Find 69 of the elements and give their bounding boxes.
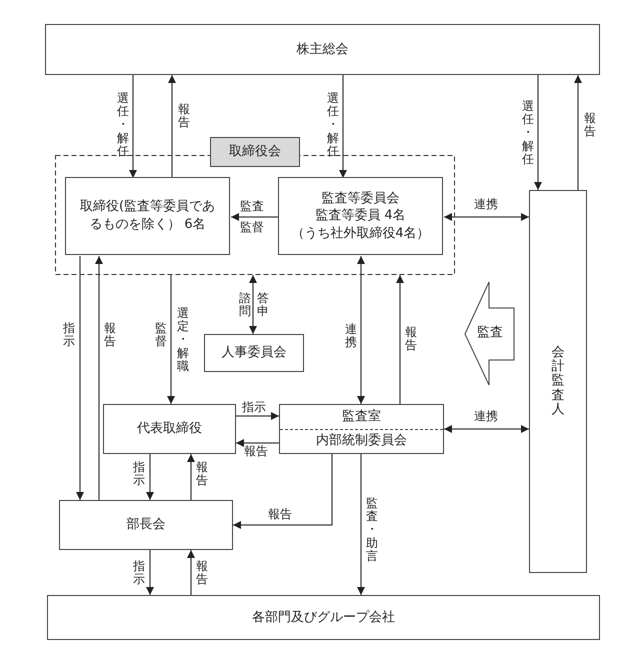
edge-label: 指示 <box>63 322 75 348</box>
arrow <box>76 256 84 500</box>
arrow <box>129 74 137 178</box>
process-box <box>45 24 600 75</box>
edge-label: 報告 <box>196 461 208 488</box>
edge-label: 選任・解任 <box>522 100 534 166</box>
arrow <box>396 274 404 404</box>
node-label: 部長会 <box>126 516 166 534</box>
arrow <box>444 425 530 433</box>
edge-label: 報告 <box>178 103 190 130</box>
arrow <box>444 213 530 221</box>
node-label: 人事委員会 <box>222 344 286 362</box>
arrow <box>146 550 154 596</box>
edge-label: 指示 <box>133 461 145 488</box>
node-label: 監査等委員会 <box>322 190 400 208</box>
arrow <box>357 256 365 404</box>
arrow <box>249 274 257 334</box>
arrow <box>230 213 280 221</box>
edge-label: 連携 <box>345 323 357 350</box>
edge-label: 選定・解職 <box>177 307 189 373</box>
edge-label: 諮問 <box>239 292 251 318</box>
arrow-label: 監査 <box>477 326 503 340</box>
node-label: 監査等委員 4名 <box>315 207 406 225</box>
edge-label: 報告 <box>268 508 292 522</box>
node-label: 取締役(監査等委員であるものを除く） 6名 <box>78 198 216 234</box>
edge-label: 監査監督 <box>240 198 264 236</box>
arrow <box>574 74 582 190</box>
arrow <box>232 454 332 529</box>
arrow <box>236 412 280 420</box>
process-box <box>59 500 233 550</box>
edge-label: 連携 <box>474 198 498 212</box>
node-label: 監査室 <box>341 408 382 426</box>
edge-label: 指示 <box>133 560 145 586</box>
process-box <box>204 334 304 372</box>
process-box <box>278 177 443 255</box>
edge-label: 選任・解任 <box>327 92 339 158</box>
edge-label: 監査・助言 <box>366 497 378 563</box>
group-heading: 取締役会 <box>210 137 300 167</box>
process-box <box>47 595 600 640</box>
node-label: 内部統制委員会 <box>280 428 443 453</box>
process-box <box>279 404 444 454</box>
node-label: 会計監査人 <box>552 346 564 418</box>
arrow <box>357 454 365 596</box>
process-box <box>65 177 230 255</box>
edge-label: 報告 <box>244 445 268 458</box>
arrow <box>168 74 176 178</box>
edge-label: 報告 <box>405 326 417 352</box>
edge-label: 連携 <box>474 410 498 424</box>
line-note: 答申 <box>257 292 269 318</box>
node-label: （うち社外取締役4名） <box>291 224 430 242</box>
node-label: 代表取締役 <box>137 420 202 438</box>
arrow <box>339 74 347 178</box>
arrow <box>236 439 280 447</box>
arrow <box>146 454 154 500</box>
edge-label: 報告 <box>584 112 596 138</box>
process-box <box>103 404 236 454</box>
arrow <box>534 74 542 190</box>
line-note: 監督 <box>155 322 167 348</box>
edge-label: 報告 <box>196 560 208 586</box>
arrow <box>187 454 195 500</box>
process-box <box>529 190 587 573</box>
arrow <box>187 550 195 596</box>
edge-label: 指示 <box>242 401 266 414</box>
node-label: 株主総会 <box>296 40 348 58</box>
arrow <box>167 274 175 404</box>
edge-label: 選任・解任 <box>117 92 129 158</box>
arrow <box>95 256 103 500</box>
edge-label: 報告 <box>104 322 116 348</box>
node-label: 各部門及びグループ会社 <box>252 608 395 626</box>
